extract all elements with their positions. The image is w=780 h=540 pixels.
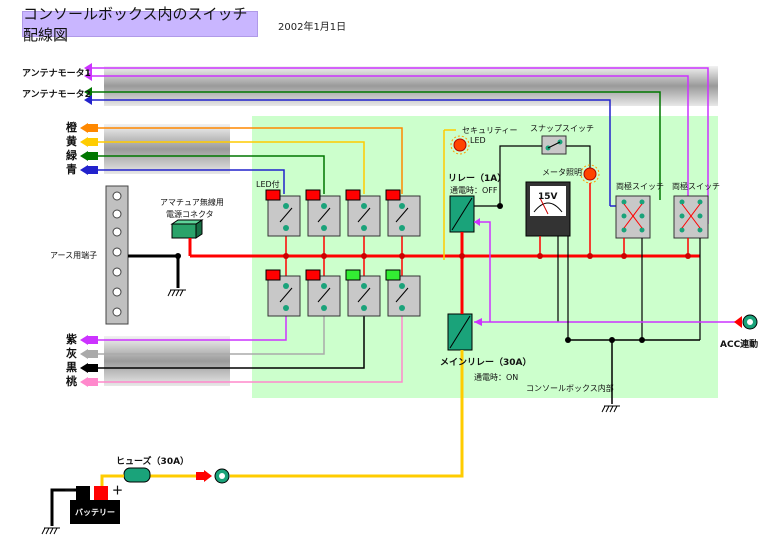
label-connector-1: アマチュア無線用 (160, 198, 224, 207)
upper-switch-2 (305, 189, 341, 237)
upper-switch-4 (385, 189, 421, 237)
label-led-switch: LED付 (256, 180, 280, 189)
snap-switch (499, 135, 591, 206)
acc-arrow (474, 318, 482, 326)
diagram-title: コンソールボックス内のスイッチ配線図 (22, 5, 258, 44)
label-earth-terminal: アース用端子 (50, 251, 98, 260)
label-yellow: 黄 (66, 135, 77, 148)
label-console-inside: コンソールボックス内部 (526, 384, 614, 393)
lower-switch-1 (265, 269, 301, 317)
meter-reading: 15V (538, 192, 558, 202)
label-battery-minus: － (64, 484, 75, 497)
battery-plus-line (100, 474, 124, 486)
dpdt-switch-left (615, 195, 651, 340)
upper-switch-1 (265, 189, 301, 237)
label-blue: 青 (66, 163, 77, 176)
feed-connector (196, 468, 230, 484)
label-acc: ACC連動 (720, 340, 759, 350)
color-cable-tube-bottom (104, 336, 230, 386)
upper-switch-3 (345, 189, 381, 237)
bottom-color-arrows (80, 335, 98, 387)
label-black: 黒 (66, 361, 77, 374)
top-color-arrows (80, 123, 98, 175)
voltmeter (525, 181, 571, 322)
lower-switch-4 (385, 269, 421, 317)
label-snap-switch: スナップスイッチ (530, 124, 594, 133)
label-security-1: セキュリティー (462, 126, 518, 135)
label-antenna-1: アンテナモータ1 (22, 69, 91, 79)
lower-switch-2 (305, 269, 341, 317)
ground-symbol-battery (41, 527, 60, 535)
ground-symbol-earth (167, 289, 186, 297)
color-cable-tube-top (104, 124, 230, 174)
label-orange: 橙 (66, 121, 77, 134)
label-dpdt-left: 両極スイッチ (616, 182, 664, 191)
acc-connector (734, 314, 758, 330)
label-battery-plus: ＋ (112, 484, 123, 497)
label-fuse: ヒューズ（30A） (116, 457, 190, 467)
label-main-relay: メインリレー（30A） (440, 358, 532, 368)
dpdt-switch-right (673, 195, 709, 340)
label-battery: バッテリー (75, 507, 115, 517)
meter-lamp (580, 164, 600, 256)
label-meter-light: メータ照明 (542, 168, 582, 177)
upper-switch-bank (265, 189, 421, 237)
relay-1a (449, 195, 500, 322)
junction-dots (175, 203, 691, 343)
diagram-date: 2002年1月1日 (278, 22, 347, 33)
antenna-wires (92, 67, 709, 224)
main-relay (447, 256, 473, 378)
label-gray: 灰 (66, 347, 77, 360)
label-relay-1a-state: 通電時：OFF (450, 186, 498, 195)
security-led (443, 129, 470, 260)
label-antenna-2: アンテナモータ2 (22, 90, 91, 100)
label-pink: 桃 (66, 375, 77, 388)
label-main-relay-state: 通電時：ON (474, 373, 519, 382)
antenna-arrows (84, 63, 92, 105)
earth-terminal-block (105, 185, 129, 325)
bottom-color-wires (92, 316, 403, 383)
radio-connector (170, 219, 204, 256)
label-green: 緑 (66, 149, 77, 162)
top-color-wires (92, 127, 403, 194)
fuse (123, 467, 151, 483)
label-dpdt-right: 両極スイッチ (672, 182, 720, 191)
lower-switch-3 (345, 269, 381, 317)
label-security-2: LED (470, 136, 486, 145)
label-purple: 紫 (66, 333, 77, 346)
battery (50, 486, 120, 526)
label-connector-2: 電源コネクタ (166, 210, 214, 219)
earth-wire (128, 254, 180, 288)
main-feed-line (230, 378, 464, 478)
lower-switch-bank (265, 269, 421, 317)
ground-symbol-console (601, 405, 620, 413)
label-relay-1a: リレー（1A） (448, 174, 507, 184)
